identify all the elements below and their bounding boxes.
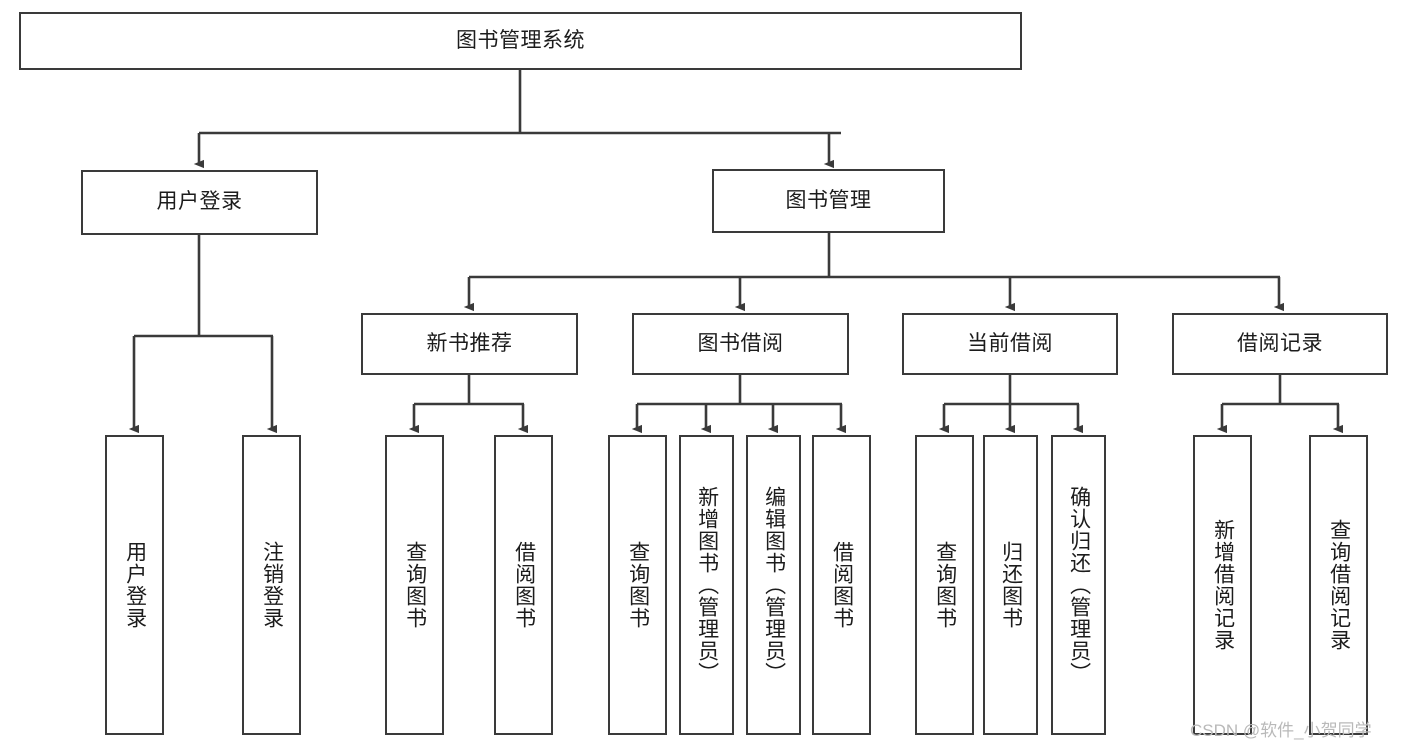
- node-leaf-user-login[interactable]: 用户登录: [105, 435, 164, 735]
- node-label: 借阅记录: [1237, 331, 1323, 355]
- node-leaf-confirm-return[interactable]: 确认归还（管理员）: [1051, 435, 1106, 735]
- node-label: 新增借阅记录: [1211, 519, 1235, 651]
- node-leaf-query-book-1[interactable]: 查询图书: [385, 435, 444, 735]
- node-label: 当前借阅: [967, 331, 1053, 355]
- watermark-text: CSDN @软件_小贺同学: [1190, 721, 1372, 740]
- node-leaf-return-book[interactable]: 归还图书: [983, 435, 1038, 735]
- node-leaf-borrow-book-2[interactable]: 借阅图书: [812, 435, 871, 735]
- node-book-manage[interactable]: 图书管理: [712, 169, 945, 233]
- node-label: 查询借阅记录: [1327, 519, 1351, 651]
- node-label: 新书推荐: [426, 331, 513, 355]
- node-label: 借阅图书: [830, 541, 854, 629]
- node-label: 新增图书（管理员）: [695, 486, 719, 684]
- node-leaf-query-record[interactable]: 查询借阅记录: [1309, 435, 1368, 735]
- node-label: 查询图书: [933, 541, 957, 629]
- node-label: 用户登录: [156, 190, 243, 214]
- node-label: 借阅图书: [512, 541, 536, 629]
- node-leaf-query-book-3[interactable]: 查询图书: [915, 435, 974, 735]
- node-book-borrow[interactable]: 图书借阅: [632, 313, 849, 375]
- node-current-borrow[interactable]: 当前借阅: [902, 313, 1118, 375]
- node-root-book-management-system[interactable]: 图书管理系统: [19, 12, 1022, 70]
- node-label: 注销登录: [260, 541, 284, 629]
- node-label: 图书借阅: [697, 331, 784, 355]
- node-leaf-logout[interactable]: 注销登录: [242, 435, 301, 735]
- node-leaf-add-record[interactable]: 新增借阅记录: [1193, 435, 1252, 735]
- node-leaf-query-book-2[interactable]: 查询图书: [608, 435, 667, 735]
- node-label: 用户登录: [123, 541, 147, 629]
- node-borrow-record[interactable]: 借阅记录: [1172, 313, 1388, 375]
- node-user-login[interactable]: 用户登录: [81, 170, 318, 235]
- node-label: 查询图书: [403, 541, 427, 629]
- node-label: 查询图书: [626, 541, 650, 629]
- node-label: 归还图书: [999, 541, 1023, 629]
- node-leaf-add-book[interactable]: 新增图书（管理员）: [679, 435, 734, 735]
- node-label: 图书管理系统: [456, 28, 585, 52]
- node-leaf-borrow-book-1[interactable]: 借阅图书: [494, 435, 553, 735]
- node-label: 编辑图书（管理员）: [762, 486, 786, 684]
- node-leaf-edit-book[interactable]: 编辑图书（管理员）: [746, 435, 801, 735]
- node-new-book-recommend[interactable]: 新书推荐: [361, 313, 578, 375]
- node-label: 图书管理: [785, 188, 872, 212]
- node-label: 确认归还（管理员）: [1067, 486, 1091, 684]
